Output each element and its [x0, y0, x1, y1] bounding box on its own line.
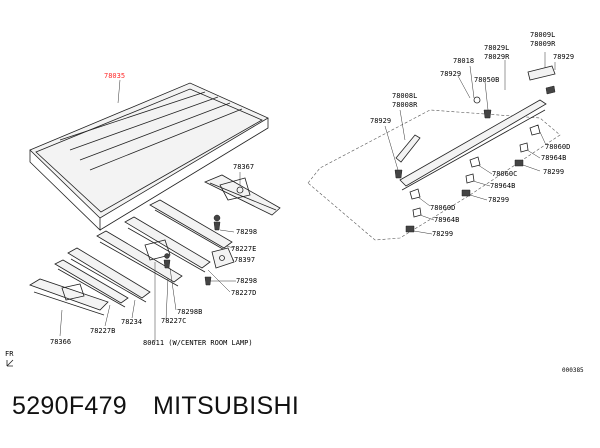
- label-figure-code: 000385: [562, 367, 584, 374]
- part-number: 5290F479: [12, 392, 127, 420]
- label-clip-d3: 78060D: [430, 204, 455, 212]
- brand-name: MITSUBISHI: [153, 392, 300, 420]
- label-clip-78298b: 78298B: [177, 308, 202, 316]
- label-clip-d1: 78060D: [545, 143, 570, 151]
- center-roof-bow-drawing: [67, 247, 151, 303]
- roof-rail-drawing: [399, 99, 547, 191]
- parts-diagram: 78035 78367 78298 78227E 78397 78298 782…: [5, 31, 584, 374]
- rear-roof-bow-drawing: [204, 174, 281, 216]
- roof-outline-right: [307, 109, 561, 241]
- label-roof-panel: 78035: [104, 72, 125, 80]
- roof-bow-c-drawing: [96, 230, 183, 287]
- label-clip-b3: 78964B: [434, 216, 459, 224]
- label-drip-l: 78009L: [530, 31, 555, 39]
- roof-moulding-drawing: [395, 134, 421, 163]
- label-drip-r: 78009R: [530, 40, 556, 48]
- label-rail-cover: 78929: [440, 70, 461, 78]
- label-grommet-2: 78299: [488, 196, 509, 204]
- roof-bow-b-drawing: [54, 259, 129, 308]
- label-clip-78298-a: 78298: [236, 228, 257, 236]
- front-header-drawing: [29, 278, 109, 316]
- label-center-room-lamp-note: 80611 (W/CENTER ROOM LAMP): [143, 339, 253, 347]
- label-rear-roof-bow: 78367: [233, 163, 254, 171]
- lamp-bracket-drawing: [211, 247, 235, 269]
- label-clip-rail: 78050B: [474, 76, 499, 84]
- label-clip-b1: 78964B: [541, 154, 566, 162]
- part-caption: 5290F479 MITSUBISHI: [12, 392, 592, 440]
- label-grommet-1: 78299: [543, 168, 564, 176]
- label-clip-78298-b: 78298: [236, 277, 257, 285]
- label-rail-r: 78029R: [484, 53, 510, 61]
- label-lamp-bracket: 78397: [234, 256, 255, 264]
- label-bow-78227c: 78227C: [161, 317, 186, 325]
- roof-bow-e-drawing: [149, 199, 233, 253]
- label-bow-78227d: 78227D: [231, 289, 256, 297]
- label-rail-end: 78929: [553, 53, 574, 61]
- label-bolt: 78018: [453, 57, 474, 65]
- label-clip-b2: 78964B: [490, 182, 515, 190]
- label-rail-l: 78029L: [484, 44, 509, 52]
- label-front-header: 78366: [50, 338, 71, 346]
- front-direction-marker: FR: [5, 350, 14, 367]
- rail-end-cap-drawing: [527, 65, 556, 81]
- label-moulding-l: 78008L: [392, 92, 417, 100]
- label-bow-78234: 78234: [121, 318, 142, 326]
- label-clip-c2: 78060C: [492, 170, 517, 178]
- label-bow-78227b: 78227B: [90, 327, 115, 335]
- roof-panel-drawing: [29, 82, 269, 231]
- label-moulding-r: 78008R: [392, 101, 418, 109]
- label-moulding-end: 78929: [370, 117, 391, 125]
- label-fr: FR: [5, 350, 14, 358]
- roof-bow-d-drawing: [124, 216, 212, 286]
- label-bow-78227e: 78227E: [231, 245, 256, 253]
- label-grommet-3: 78299: [432, 230, 453, 238]
